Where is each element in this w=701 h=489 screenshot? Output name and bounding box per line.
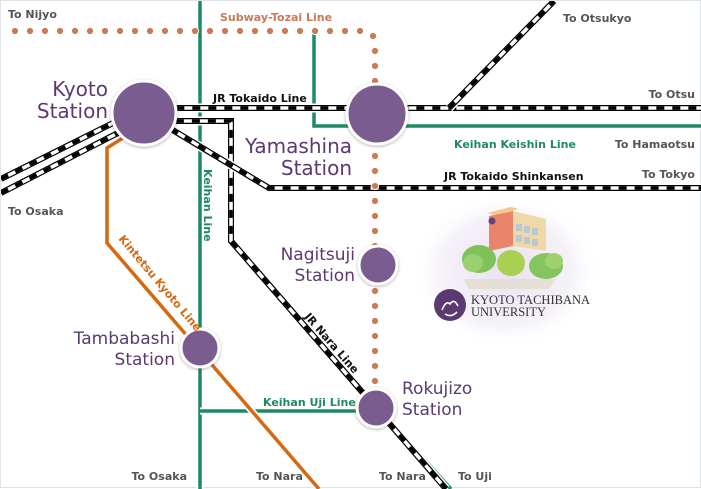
station-tambabashi-suffix: Station (115, 350, 175, 370)
subway-dot (368, 31, 378, 41)
station-yamashina-suffix: Station (281, 156, 352, 180)
subway-dot (355, 26, 365, 36)
university-name-line1: KYOTO TACHIBANA (471, 293, 590, 307)
station-kyoto-suffix: Station (37, 99, 108, 123)
subway-dot (370, 211, 380, 221)
station-rokujizo-name: Rokujizo (402, 379, 472, 399)
dest-tokyo: To Tokyo (642, 168, 696, 181)
dest-nara-kintetsu: To Nara (256, 470, 303, 483)
subway-dot (220, 26, 230, 36)
subway-dot (370, 226, 380, 236)
university-logo (434, 289, 466, 321)
subway-dot (370, 196, 380, 206)
dest-osaka-jr: To Osaka (8, 205, 64, 218)
station-nagitsuji-name: Nagitsuji (281, 245, 355, 265)
subway-dot (370, 346, 380, 356)
label-keihan-keishin: Keihan Keishin Line (454, 138, 576, 151)
subway-dot (280, 26, 290, 36)
university-illustration: KYOTO TACHIBANA UNIVERSITY (411, 193, 601, 349)
label-jr-tokaido: JR Tokaido Line (212, 92, 307, 105)
jr-otsukyo-line (445, 1, 558, 112)
subway-dot (370, 181, 380, 191)
subway-dot (340, 26, 350, 36)
jr-shinkansen-line (168, 125, 701, 193)
label-kintetsu-kyoto: Kintetsu Kyoto Line (116, 233, 204, 334)
station-rokujizo[interactable] (355, 387, 397, 429)
jr-tokaido-line-2 (1, 116, 450, 489)
dest-otsukyo: To Otsukyo (563, 12, 632, 25)
subway-dot (370, 286, 380, 296)
station-rokujizo-suffix: Station (402, 400, 462, 420)
keihan-keishin-line (310, 31, 701, 130)
subway-dot (370, 46, 380, 56)
label-subway-tozai: Subway-Tozai Line (220, 11, 332, 24)
subway-dot (265, 26, 275, 36)
subway-dot (100, 26, 110, 36)
station-kyoto[interactable] (110, 79, 178, 147)
subway-dot (370, 376, 380, 386)
subway-dot (175, 26, 185, 36)
subway-dot (160, 26, 170, 36)
dest-hamaotsu: To Hamaotsu (615, 138, 695, 151)
subway-dot (190, 26, 200, 36)
dest-uji: To Uji (458, 470, 492, 483)
station-kyoto-name: Kyoto (52, 77, 108, 101)
university-name-line2: UNIVERSITY (471, 305, 546, 319)
subway-tozai-line (10, 26, 380, 401)
subway-dot (85, 26, 95, 36)
label-keihan-uji: Keihan Uji Line (263, 396, 356, 409)
subway-dot (370, 151, 380, 161)
label-jr-nara: JR Nara Line (301, 310, 361, 376)
dest-nara-jr: To Nara (379, 470, 426, 483)
station-nagitsuji-suffix: Station (295, 266, 355, 286)
subway-dot (310, 26, 320, 36)
subway-dot (370, 301, 380, 311)
dest-osaka-keihan: To Osaka (132, 470, 188, 483)
subway-dot (55, 26, 65, 36)
subway-dot (370, 361, 380, 371)
subway-dot (370, 61, 380, 71)
station-nagitsuji[interactable] (357, 244, 399, 286)
subway-dot (325, 26, 335, 36)
subway-dot (295, 26, 305, 36)
kintetsu-kyoto-line (103, 133, 322, 489)
station-yamashina[interactable] (345, 82, 409, 146)
trees-icon (462, 245, 563, 279)
subway-dot (25, 26, 35, 36)
building-icon (487, 207, 546, 251)
subway-dot (145, 26, 155, 36)
station-tambabashi-name: Tambabashi (73, 329, 175, 349)
dest-otsu: To Otsu (649, 88, 695, 101)
dest-nijyo: To Nijyo (8, 8, 57, 21)
station-yamashina-name: Yamashina (244, 134, 352, 158)
subway-dot (70, 26, 80, 36)
subway-dot (10, 26, 20, 36)
subway-dot (250, 26, 260, 36)
subway-dot (115, 26, 125, 36)
subway-dot (235, 26, 245, 36)
subway-dot (370, 316, 380, 326)
subway-dot (130, 26, 140, 36)
label-jr-shinkansen: JR Tokaido Shinkansen (443, 170, 584, 183)
subway-dot (370, 166, 380, 176)
subway-dot (205, 26, 215, 36)
subway-dot (40, 26, 50, 36)
label-keihan: Keihan Line (201, 169, 214, 242)
station-tambabashi[interactable] (179, 327, 221, 369)
subway-dot (370, 331, 380, 341)
